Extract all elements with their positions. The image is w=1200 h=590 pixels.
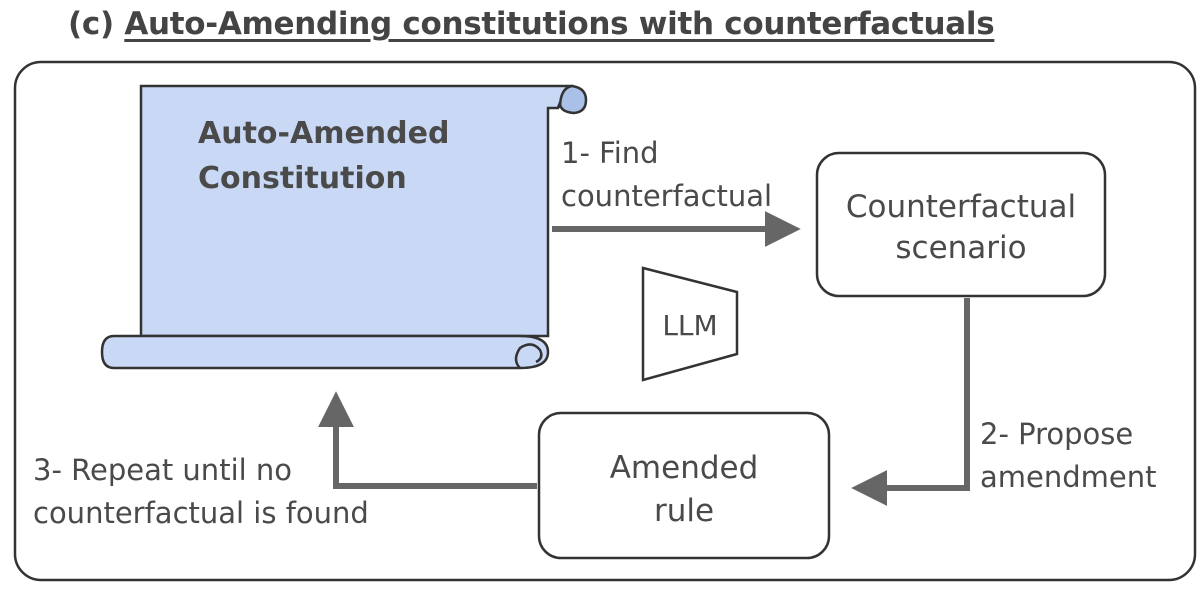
outer-frame — [13, 60, 1197, 582]
figure-title-prefix: (c) — [68, 6, 114, 42]
constitution-scroll: Auto-Amended Constitution — [100, 84, 588, 370]
scroll-bottom-roll — [100, 334, 550, 370]
amended-rule-box: Amended rule — [537, 411, 831, 560]
figure-title-text: Auto-Amending constitutions with counter… — [124, 6, 995, 42]
arrow-propose-amendment — [851, 298, 970, 506]
step1-line1: 1- Find — [561, 136, 659, 170]
arrow-repeat — [318, 391, 537, 489]
step3-line1: 3- Repeat until no — [33, 453, 292, 487]
amended-box-outline — [537, 411, 831, 560]
step2-line1: 2- Propose — [980, 417, 1133, 451]
llm-trapezoid — [641, 266, 739, 382]
scroll-top-curl — [558, 84, 588, 115]
counterfactual-scenario-box: Counterfactual scenario — [815, 151, 1107, 298]
counterfactual-box-line2: scenario — [895, 230, 1026, 266]
amended-box-line2: rule — [654, 493, 714, 529]
figure-title: (c) Auto-Amending constitutions with cou… — [68, 6, 995, 42]
counterfactual-box-line1: Counterfactual — [846, 189, 1076, 225]
scroll-bottom-curl — [514, 343, 543, 369]
step1-line2: counterfactual — [561, 179, 772, 213]
step2-line2: amendment — [980, 460, 1157, 494]
amended-box-line1: Amended — [610, 450, 759, 486]
scroll-title-line1: Auto-Amended — [198, 116, 449, 151]
counterfactual-box-outline — [815, 151, 1107, 298]
llm-model: LLM — [641, 266, 739, 382]
step3-line2: counterfactual is found — [33, 496, 369, 530]
llm-label: LLM — [662, 309, 717, 342]
scroll-title-line2: Constitution — [198, 161, 407, 196]
